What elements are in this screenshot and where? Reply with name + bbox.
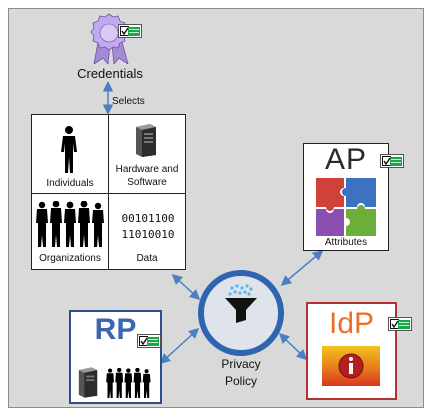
privacy-policy-label-line2: Policy bbox=[224, 374, 257, 388]
binary-line-2: 11010010 bbox=[121, 228, 175, 241]
matrix-divider-vertical bbox=[108, 115, 109, 269]
trustmark-icon bbox=[388, 317, 412, 331]
credentials-label: Credentials bbox=[77, 66, 143, 81]
ap-box: AP Attributes bbox=[303, 143, 389, 251]
trustmark-icon bbox=[118, 24, 142, 38]
filter-funnel-icon bbox=[222, 284, 260, 329]
individuals-label: Individuals bbox=[46, 178, 94, 189]
entity-matrix: Individuals Hardware and Software Organi… bbox=[31, 114, 186, 270]
hardware-software-label: Hardware and Software bbox=[115, 164, 179, 188]
rp-people-icon bbox=[103, 367, 155, 403]
binary-line-1: 00101100 bbox=[121, 212, 175, 225]
puzzle-icon bbox=[316, 178, 376, 241]
credentials-icon bbox=[86, 12, 132, 65]
idp-box: IdP bbox=[306, 302, 397, 400]
matrix-divider-horizontal bbox=[32, 193, 185, 194]
trustmark-icon bbox=[137, 334, 161, 348]
rp-box: RP bbox=[69, 310, 162, 404]
idp-title: IdP bbox=[328, 307, 375, 340]
selects-label: Selects bbox=[112, 96, 145, 107]
info-icon bbox=[322, 346, 380, 386]
organization-silhouettes-icon bbox=[36, 200, 106, 252]
individual-silhouette-icon bbox=[60, 125, 78, 178]
ap-title: AP bbox=[324, 143, 368, 176]
data-label: Data bbox=[136, 253, 158, 264]
trustmark-icon bbox=[380, 154, 404, 168]
rp-server-icon bbox=[77, 366, 99, 403]
server-icon bbox=[134, 123, 158, 162]
privacy-policy-label-line1: Privacy bbox=[221, 357, 261, 371]
rp-title: RP bbox=[94, 313, 137, 346]
attributes-label: Attributes bbox=[324, 237, 368, 248]
organizations-label: Organizations bbox=[39, 253, 101, 264]
